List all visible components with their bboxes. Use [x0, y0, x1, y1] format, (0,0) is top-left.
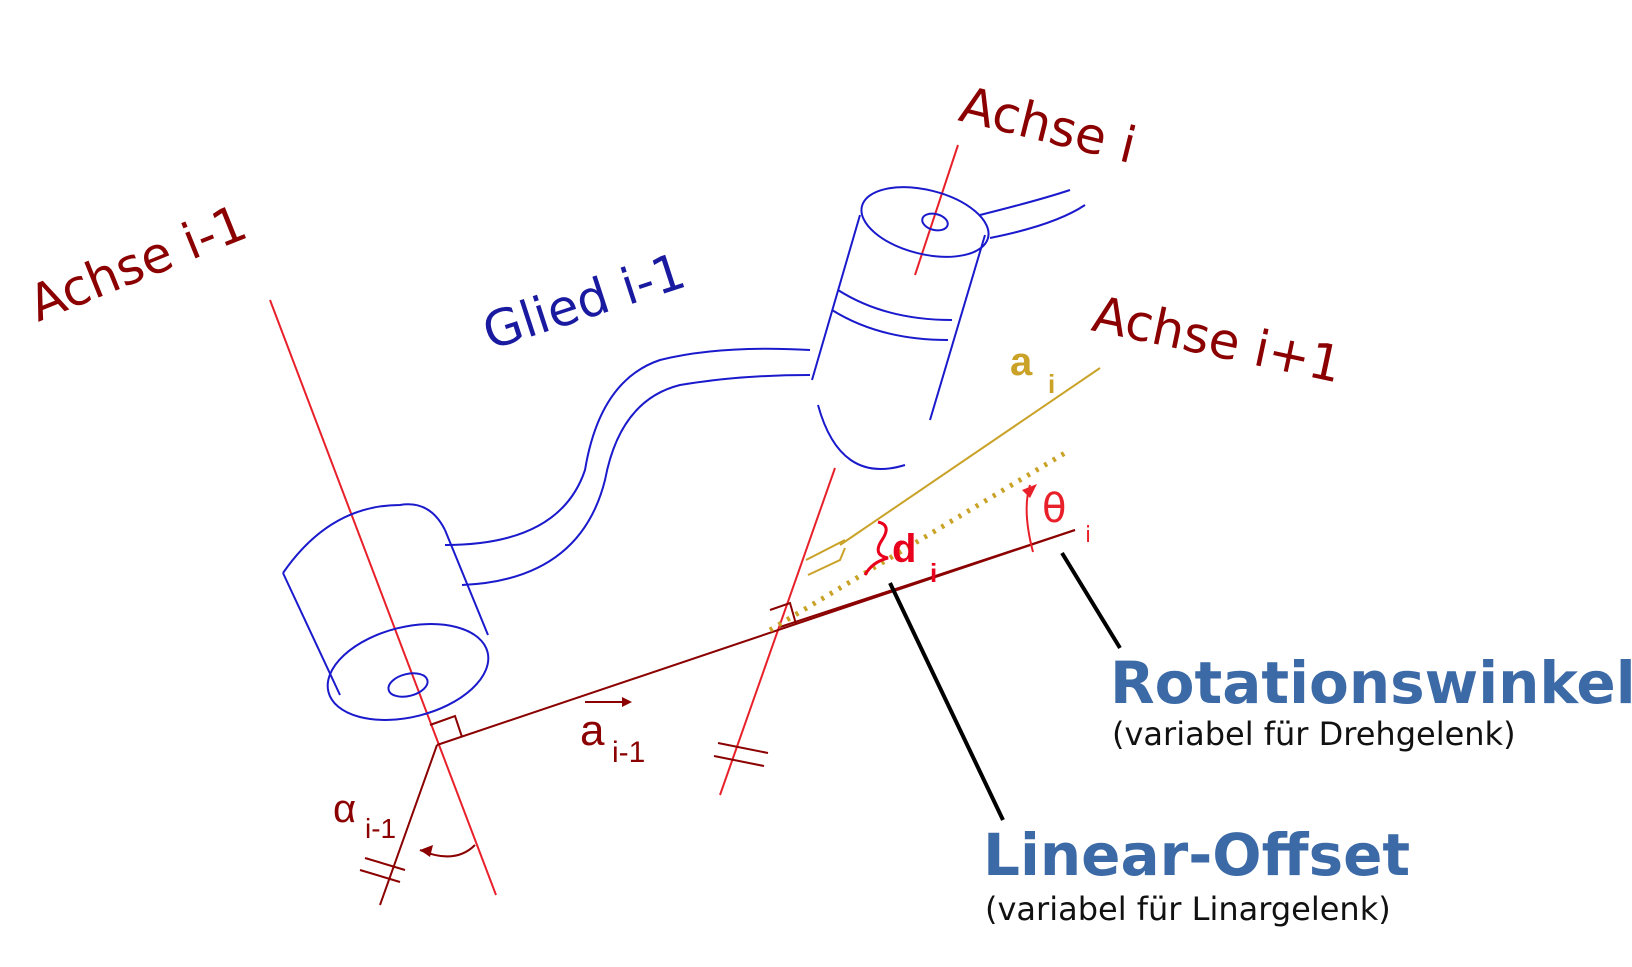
alpha-arrowhead — [420, 845, 433, 857]
axis-i-minus-1-label: Achse i-1 — [21, 194, 255, 334]
a-prev-label: a — [580, 706, 605, 755]
a-i-construction-2 — [805, 539, 846, 561]
rotation-callout-title: Rotationswinkel — [1110, 649, 1632, 717]
right-angle-marker-curr — [769, 601, 797, 625]
rotation-callout-subtitle: (variabel für Drehgelenk) — [1112, 715, 1516, 753]
offset-leader-line — [888, 582, 1005, 821]
rotation-leader-line — [1060, 551, 1122, 650]
axis-i-plus-1-label: Achse i+1 — [1088, 285, 1347, 394]
d-i-brace — [863, 520, 889, 576]
axis-i-lower-line — [719, 467, 836, 796]
link-i-minus-1-shape — [282, 186, 1086, 721]
d-i-label: d — [892, 527, 916, 571]
a-i-subscript: i — [1048, 369, 1055, 399]
theta-label: θ — [1042, 486, 1066, 532]
a-i-construction — [807, 547, 846, 576]
link-label: Glied i-1 — [476, 242, 692, 362]
parallel-marks-axis-i — [713, 742, 769, 767]
axis-i-minus-1-line — [269, 299, 497, 896]
d-i-subscript: i — [930, 558, 937, 588]
offset-callout-subtitle: (variabel für Linargelenk) — [985, 890, 1391, 928]
common-normal-a-prev-line — [436, 529, 1076, 746]
offset-callout-title: Linear-Offset — [983, 821, 1410, 889]
right-angle-marker-prev — [429, 714, 463, 738]
theta-subscript: i — [1085, 523, 1091, 548]
dotted-rotated-x-line — [768, 447, 1072, 633]
a-i-line — [839, 367, 1101, 546]
a-prev-vector-arrowhead — [622, 697, 632, 707]
parallel-marks-alpha — [359, 857, 406, 883]
axis-i-label: Achse i — [954, 75, 1142, 175]
alpha-label: α — [333, 787, 356, 831]
a-prev-subscript: i-1 — [612, 736, 645, 769]
alpha-subscript: i-1 — [365, 813, 396, 844]
a-i-label: a — [1010, 340, 1033, 384]
theta-arrowhead — [1022, 484, 1037, 498]
